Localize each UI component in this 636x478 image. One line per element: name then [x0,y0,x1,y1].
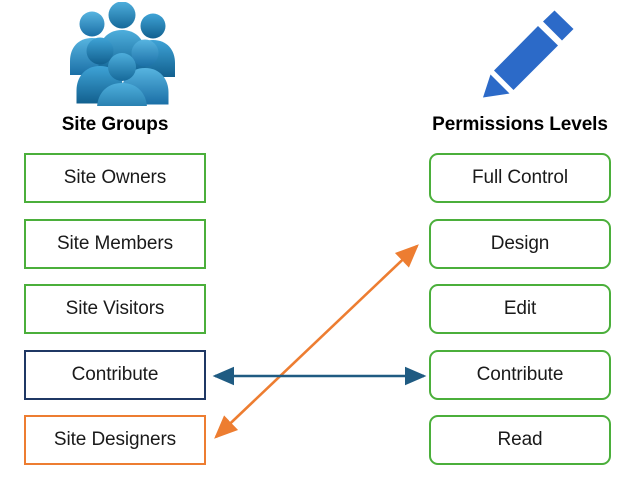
site-group-site-members[interactable]: Site Members [24,219,206,269]
permission-level-contribute[interactable]: Contribute [429,350,611,400]
people-group-icon [62,1,180,119]
pencil-icon [478,2,582,102]
site-group-contribute[interactable]: Contribute [24,350,206,400]
site-designers-to-design-arrow [214,244,419,439]
permissions-levels-heading: Permissions Levels [432,114,608,135]
permission-level-edit[interactable]: Edit [429,284,611,334]
permission-level-read[interactable]: Read [429,415,611,465]
site-group-site-designers[interactable]: Site Designers [24,415,206,465]
site-group-site-owners[interactable]: Site Owners [24,153,206,203]
permission-level-full-control[interactable]: Full Control [429,153,611,203]
site-group-site-visitors[interactable]: Site Visitors [24,284,206,334]
site-groups-heading: Site Groups [61,114,169,135]
permission-level-design[interactable]: Design [429,219,611,269]
